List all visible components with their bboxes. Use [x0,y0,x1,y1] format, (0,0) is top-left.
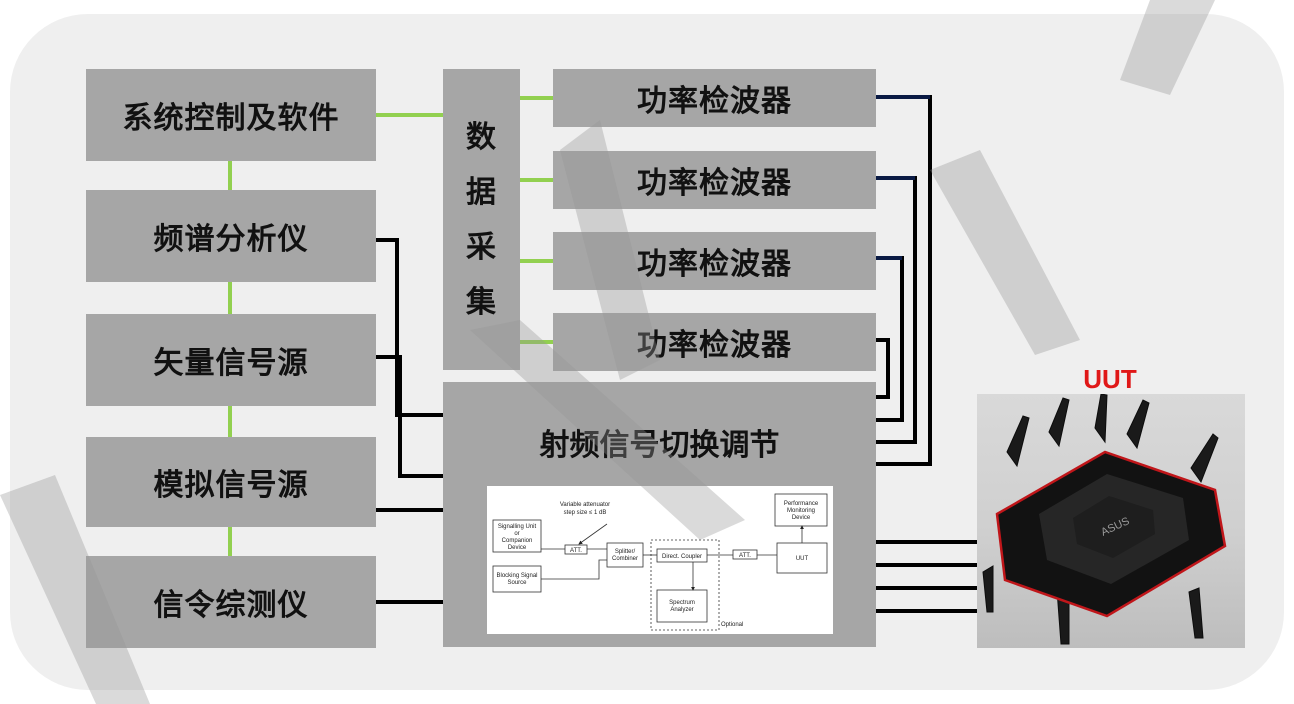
inset-splitter-line-1: Splitter/ [615,549,636,555]
antenna-8 [1188,587,1204,639]
daq-char-3: 采 [466,229,497,265]
spectrum-analyzer-block: 频谱分析仪 [86,190,376,282]
inset-performance-line-2: Monitoring [787,508,815,514]
inset-signalling-line-3: Companion [502,538,533,544]
inset-coupler-label: Direct. Coupler [662,554,702,560]
power-detector-1: 功率检波器 [553,69,876,127]
antenna-6 [982,565,994,613]
inset-attenuator-note-1: Variable attenuator [560,502,610,508]
inset-splitter-box [606,542,644,568]
inset-spectrum-line-2: Analyzer [670,607,693,613]
inset-signalling-unit-box [492,519,542,553]
system-control-block: 系统控制及软件 [86,69,376,161]
inset-optional-label: Optional [721,622,743,628]
inset-blocking-line-1: Blocking Signal [496,573,537,579]
inset-spectrum-box [656,589,708,623]
link-spectrum-rf [376,238,443,417]
inset-performance-line-3: Device [792,515,811,521]
inset-spectrum-line-1: Spectrum [669,600,695,606]
inset-signalling-line-4: Device [508,545,527,551]
antenna-4 [1126,399,1150,450]
inset-att2-box [732,549,758,560]
daq-char-1: 数 [466,119,497,155]
inset-signalling-line-2: or [514,531,519,537]
inset-att1-label: ATT. [570,548,582,554]
antenna-5 [1190,433,1219,484]
router-image: ASUS [977,393,1245,648]
link-vector-rf [376,355,443,478]
inset-blocking-source-box [492,565,542,593]
inset-att2-label: ATT. [739,553,751,559]
uut-label: UUT [1083,364,1137,394]
antenna-1 [1006,415,1030,468]
inset-splitter-line-2: Combiner [612,556,638,562]
power-detector-4: 功率检波器 [553,313,876,371]
test-setup-inset: Signalling Unit or Companion Device Bloc… [487,486,833,634]
antenna-3 [1094,393,1108,444]
link-detector-2-rf [876,176,917,444]
daq-char-4: 集 [466,284,497,320]
inset-optional-frame [650,539,720,631]
power-detector-2: 功率检波器 [553,151,876,209]
signaling-tester-block: 信令综测仪 [86,556,376,648]
rf-switching-title: 射频信号切换调节 [539,428,780,463]
analog-signal-source-block: 模拟信号源 [86,437,376,527]
antenna-2 [1048,397,1070,448]
inset-attenuator-note-2: step size ≤ 1 dB [564,510,607,516]
inset-uut-label: UUT [796,556,809,562]
inset-coupler-box [656,548,708,563]
link-detector-4-rf [876,338,890,399]
inset-blocking-line-2: Source [507,580,527,586]
data-acquisition-block: 数 据 采 集 [443,69,520,370]
power-detector-3: 功率检波器 [553,232,876,290]
inset-performance-line-1: Performance [784,501,819,507]
inset-signalling-line-1: Signalling Unit [498,524,537,530]
inset-att1-box [564,544,588,555]
daq-char-2: 据 [466,174,497,210]
vector-signal-source-block: 矢量信号源 [86,314,376,406]
